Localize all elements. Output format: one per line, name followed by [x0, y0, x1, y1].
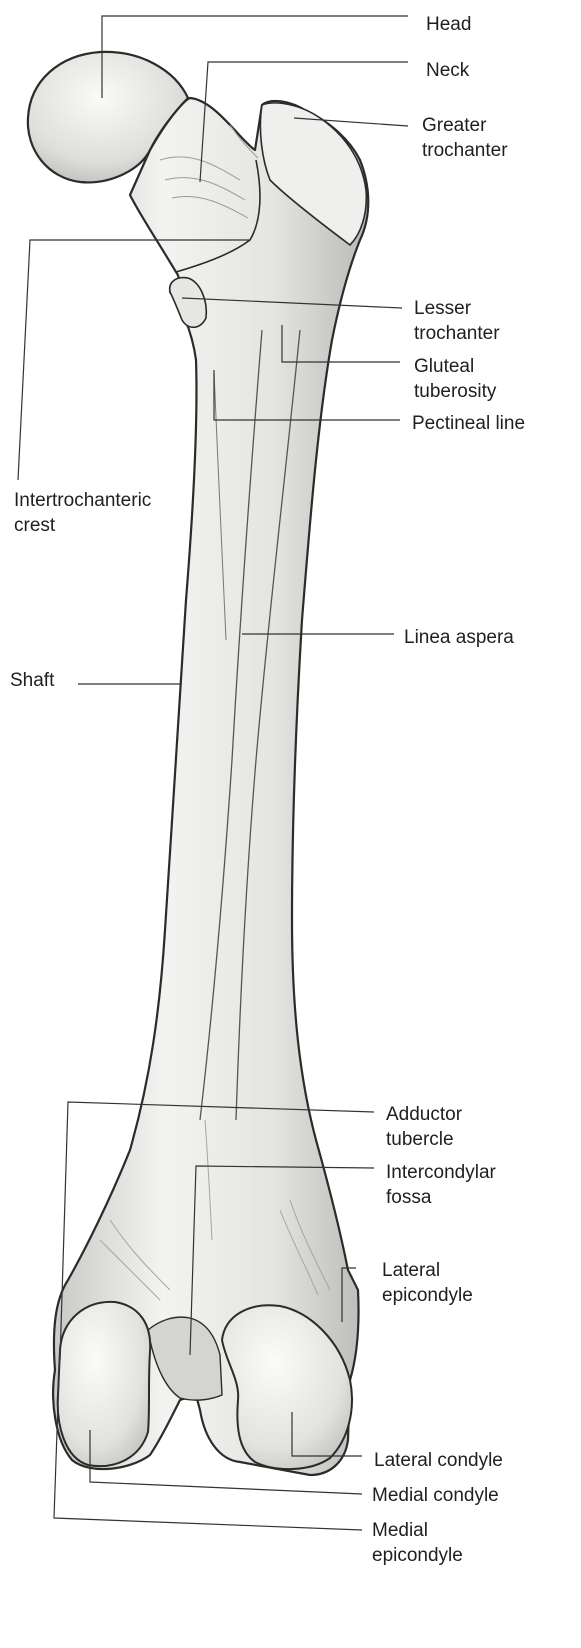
label-intercondylar-fossa: Intercondylar fossa — [386, 1160, 496, 1210]
label-medial-condyle: Medial condyle — [372, 1483, 499, 1508]
label-medial-epicondyle: Medial epicondyle — [372, 1518, 463, 1568]
label-neck: Neck — [426, 58, 469, 83]
label-lateral-epicondyle: Lateral epicondyle — [382, 1258, 473, 1308]
label-lateral-condyle: Lateral condyle — [374, 1448, 503, 1473]
label-lesser-trochanter: Lesser trochanter — [414, 296, 500, 346]
label-linea-aspera: Linea aspera — [404, 625, 514, 650]
label-pectineal-line: Pectineal line — [412, 411, 525, 436]
label-gluteal-tuberosity: Gluteal tuberosity — [414, 354, 496, 404]
label-intertrochanteric-crest: Intertrochanteric crest — [14, 488, 151, 538]
label-adductor-tubercle: Adductor tubercle — [386, 1102, 462, 1152]
medial-condyle-shape — [58, 1302, 150, 1466]
label-shaft: Shaft — [10, 668, 54, 693]
label-greater-trochanter: Greater trochanter — [422, 113, 508, 163]
label-head: Head — [426, 12, 471, 37]
